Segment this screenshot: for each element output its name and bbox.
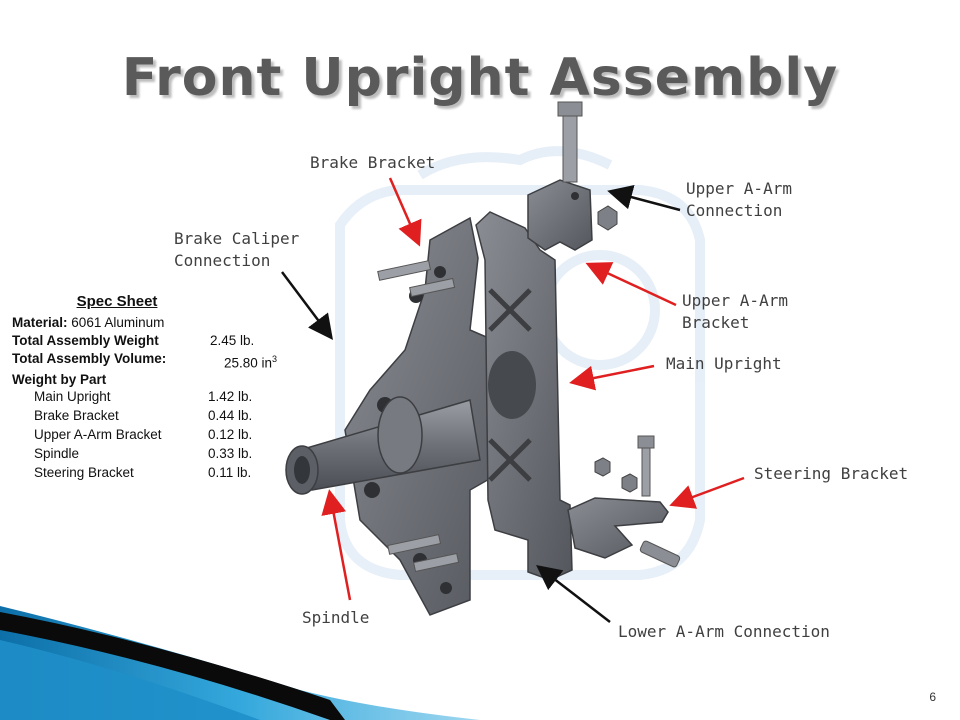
arrow-lower-a-arm-connection [536, 564, 611, 623]
callout-arrows [281, 177, 745, 623]
spindle-part [285, 396, 481, 495]
main-upright-part [475, 211, 573, 581]
spec-part-row: Brake Bracket 0.44 lb. [12, 406, 282, 425]
label-steering-bracket: Steering Bracket [754, 464, 909, 483]
spec-part-weight: 0.44 lb. [208, 408, 253, 423]
spec-part-row: Steering Bracket 0.11 lb. [12, 463, 282, 482]
arrow-upper-a-arm-bracket [585, 262, 677, 307]
spec-part-name: Brake Bracket [34, 408, 119, 423]
spec-part-weight: 0.11 lb. [208, 465, 252, 480]
steering-bracket-part [567, 435, 681, 568]
spec-weight-label: Total Assembly Weight [12, 333, 159, 348]
spec-material-row: Material: 6061 Aluminum [12, 314, 282, 332]
arrow-brake-caliper [281, 271, 333, 340]
arrow-brake-bracket [388, 177, 422, 247]
label-spindle: Spindle [302, 608, 370, 627]
spec-weight-by-part-label: Weight by Part [12, 372, 107, 387]
spec-part-weight: 1.42 lb. [208, 389, 253, 404]
arrow-spindle [321, 489, 352, 601]
spec-volume-row: Total Assembly Volume: 25.80 in3 [12, 350, 282, 371]
label-brake-caliper-connection: Brake Caliper Connection [174, 229, 300, 270]
arrow-steering-bracket [669, 476, 745, 509]
spec-parts-list: Main Upright 1.42 lb. Brake Bracket 0.44… [12, 387, 282, 482]
upper-a-arm-bracket-part [527, 101, 618, 251]
spec-weight-row: Total Assembly Weight 2.45 lb. [12, 332, 282, 350]
page-number: 6 [929, 690, 936, 704]
spec-part-name: Spindle [34, 446, 80, 461]
spec-part-name: Steering Bracket [34, 465, 134, 480]
spec-volume-exponent: 3 [272, 354, 278, 364]
spec-part-weight: 0.12 lb. [208, 427, 253, 442]
spec-part-row: Main Upright 1.42 lb. [12, 387, 282, 406]
spec-material-label: Material: [12, 315, 68, 330]
spec-part-name: Upper A-Arm Bracket [34, 427, 162, 442]
arrow-upper-a-arm-connection [607, 185, 681, 212]
label-lower-a-arm-connection: Lower A-Arm Connection [618, 622, 830, 641]
spec-weight-value: 2.45 lb. [210, 333, 255, 348]
spec-part-weight: 0.33 lb. [208, 446, 253, 461]
spec-sheet: Spec Sheet Material: 6061 Aluminum Total… [12, 293, 282, 482]
label-upper-a-arm-connection: Upper A-Arm Connection [686, 179, 792, 220]
spec-volume-label: Total Assembly Volume: [12, 351, 167, 366]
spec-material-value: 6061 Aluminum [71, 315, 165, 330]
spec-volume-value: 25.80 in [224, 355, 273, 371]
slide-title: Front Upright Assembly [121, 48, 839, 108]
spec-sheet-title: Spec Sheet [76, 293, 158, 310]
spec-part-row: Upper A-Arm Bracket 0.12 lb. [12, 425, 282, 444]
label-upper-a-arm-bracket: Upper A-Arm Bracket [682, 291, 788, 332]
spec-part-name: Main Upright [34, 389, 111, 404]
arrow-main-upright [569, 364, 655, 391]
spec-part-row: Spindle 0.33 lb. [12, 444, 282, 463]
caliper-bolts [377, 260, 460, 573]
label-main-upright: Main Upright [666, 354, 782, 373]
decorative-swoosh [0, 606, 480, 720]
label-brake-bracket: Brake Bracket [310, 153, 436, 172]
